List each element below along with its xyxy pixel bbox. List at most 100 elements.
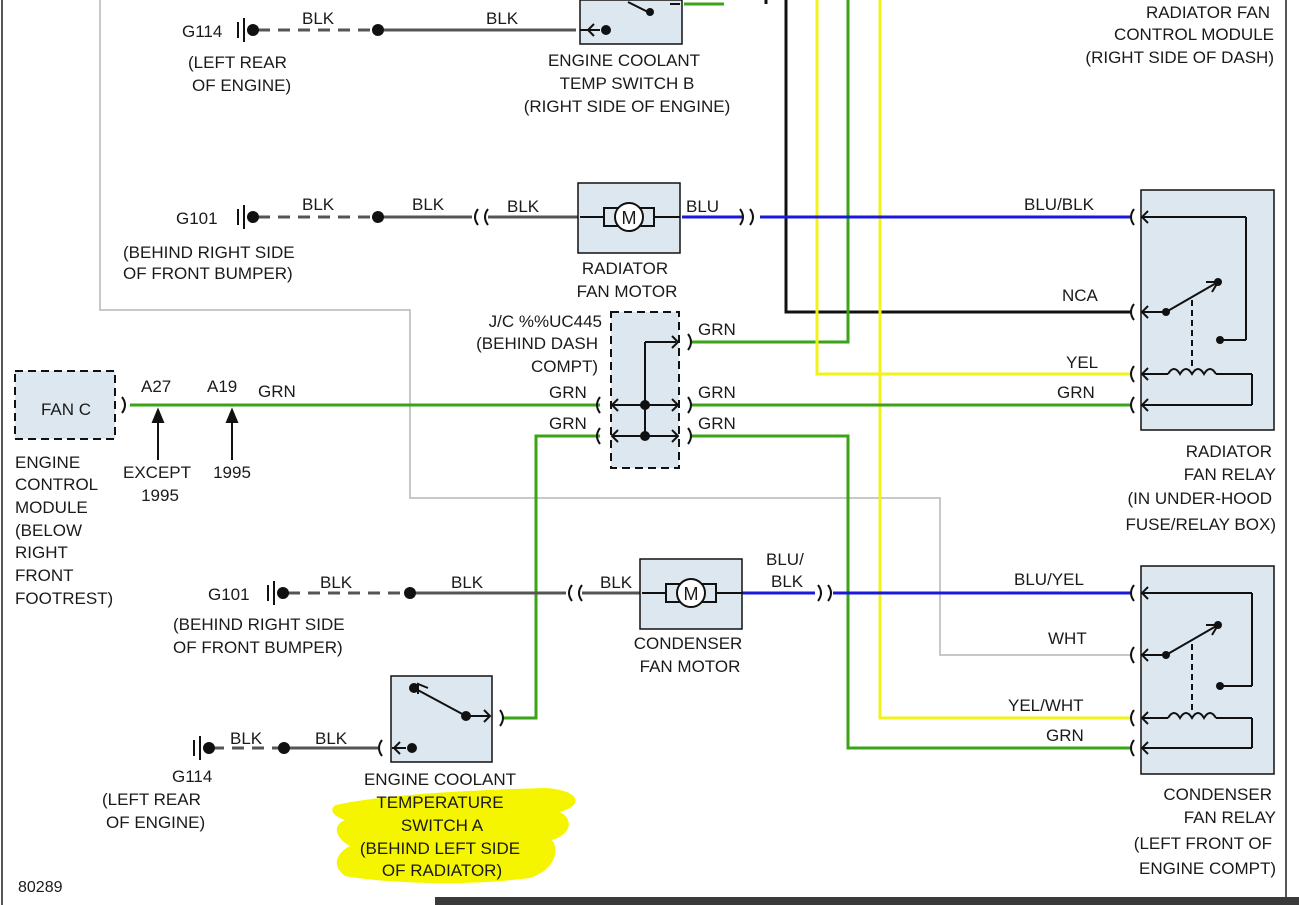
bottom-scrollbar[interactable] — [435, 897, 1299, 905]
wire-label-blk: BLK — [230, 729, 263, 748]
component-label-radiator-motor: FAN MOTOR — [577, 282, 678, 301]
engine-coolant-temp-switch-a — [390, 675, 493, 763]
component-label-switch-a: ENGINE COOLANT — [364, 770, 516, 789]
wire-wht-loop — [99, 0, 1130, 656]
splice-dot — [640, 431, 650, 441]
connector-rad-blk — [474, 208, 489, 226]
component-label-condenser-relay: ENGINE COMPT) — [1139, 859, 1276, 878]
wire-label-blk: BLK — [320, 573, 353, 592]
ground-label-g101-b: G101 — [208, 585, 250, 604]
relay-contact-dot — [1216, 682, 1224, 690]
wire-yel — [815, 0, 1130, 376]
relay-contact-dot — [1214, 278, 1222, 286]
wire-label-grn: GRN — [549, 383, 587, 402]
connector-rad-blu — [739, 208, 754, 226]
component-label-ecm: FRONT — [15, 566, 74, 585]
wire-label-blk: BLK — [412, 195, 445, 214]
splice-dot — [278, 742, 290, 754]
component-label-radiator-motor: RADIATOR — [582, 259, 668, 278]
pin-label-a19: A19 — [207, 377, 237, 396]
arrow-a27 — [151, 407, 165, 460]
splice-dot — [640, 400, 650, 410]
switch-a-contact — [392, 682, 492, 755]
wire-label-grn: GRN — [1057, 383, 1095, 402]
component-label-switch-b: ENGINE COOLANT — [548, 51, 700, 70]
component-label-condenser-motor: FAN MOTOR — [640, 657, 741, 676]
component-label-ecm: FOOTREST) — [15, 589, 113, 608]
location-label: (BEHIND RIGHT SIDE — [123, 243, 295, 262]
wire-label-grn: GRN — [698, 414, 736, 433]
wire-label-blk: BLK — [302, 195, 335, 214]
relay-contact-dot — [1214, 621, 1222, 629]
connector-swa — [378, 709, 504, 757]
pin-label-a27: A27 — [141, 377, 171, 396]
component-label-radiator-relay: FUSE/RELAY BOX) — [1125, 515, 1276, 534]
wire-label-blk: BLK — [507, 197, 540, 216]
ground-symbol-g101-b — [267, 581, 289, 605]
engine-control-module-box — [14, 370, 116, 440]
wire-grn-switch-a — [504, 434, 600, 720]
condenser-fan-relay-internals — [1130, 584, 1253, 757]
component-label-condenser-relay: FAN RELAY — [1184, 808, 1276, 827]
wire-label-blk: BLK — [315, 729, 348, 748]
junction-label: J/C %%UC445 — [489, 312, 602, 331]
note-label: 1995 — [141, 486, 179, 505]
ground-symbol-g114-top — [237, 18, 259, 42]
wire-label-blk: BLK — [451, 573, 484, 592]
location-label: OF ENGINE) — [192, 76, 291, 95]
wire-label-wht: WHT — [1048, 629, 1087, 648]
wire-label-grn: GRN — [258, 382, 296, 401]
wire-yel-wht — [878, 0, 1130, 720]
radiator-fan-relay — [1140, 189, 1275, 431]
wire-label-yel-wht: YEL/WHT — [1008, 696, 1084, 715]
component-label-switch-a: SWITCH A — [401, 816, 484, 835]
location-label: OF FRONT BUMPER) — [123, 264, 293, 283]
component-label-ecm: MODULE — [15, 498, 88, 517]
switch-b-contact — [580, 1, 680, 37]
component-label-ecm: CONTROL — [15, 475, 98, 494]
wire-nca-black — [784, 0, 1130, 314]
wire-label-blu-blk: BLU/BLK — [1024, 195, 1095, 214]
wire-label-blk: BLK — [302, 9, 335, 28]
radiator-fan-motor-letter: M — [622, 208, 637, 228]
component-label-fan-control-module: (RIGHT SIDE OF DASH) — [1085, 48, 1274, 67]
radiator-fan-relay-internals — [1130, 208, 1253, 414]
component-label-switch-a: OF RADIATOR) — [382, 861, 502, 880]
location-label: OF ENGINE) — [106, 813, 205, 832]
condenser-fan-motor-letter: M — [684, 584, 699, 604]
relay-contact-dot — [1162, 308, 1170, 316]
junction-connector-internals — [596, 333, 692, 445]
condenser-fan-relay — [1140, 565, 1275, 775]
highlight-mark — [332, 788, 576, 884]
ground-symbol-g114-bottom — [193, 736, 215, 760]
connector-fanc — [121, 396, 126, 414]
component-label-condenser-motor: CONDENSER — [634, 634, 743, 653]
junction-label: (BEHIND DASH — [476, 334, 598, 353]
wire-label-blu: BLU — [686, 197, 719, 216]
splice-dot — [372, 24, 384, 36]
note-label: 1995 — [213, 463, 251, 482]
splice-dot — [372, 211, 384, 223]
location-label: OF FRONT BUMPER) — [173, 638, 343, 657]
splice-dot — [404, 587, 416, 599]
wire-label-yel: YEL — [1066, 353, 1098, 372]
wire-label-blk: BLK — [486, 9, 519, 28]
wire-label-blu-blk: BLU/ — [766, 550, 804, 569]
wire-label-grn: GRN — [1046, 726, 1084, 745]
radiator-fan-motor-icon — [580, 202, 680, 232]
wire-label-grn: GRN — [698, 320, 736, 339]
arrow-a19 — [225, 407, 239, 460]
component-label-condenser-relay: (LEFT FRONT OF — [1134, 834, 1272, 853]
ground-label-g101-a: G101 — [176, 209, 218, 228]
note-label: EXCEPT — [123, 463, 191, 482]
wire-label-blu-blk: BLK — [771, 572, 804, 591]
junction-label: COMPT) — [531, 357, 598, 376]
condenser-fan-motor-icon — [642, 578, 742, 608]
location-label: (LEFT REAR — [188, 53, 287, 72]
wire-grn-top — [692, 0, 850, 344]
ground-label-g114-bottom: G114 — [172, 767, 212, 786]
component-label-fan-control-module: RADIATOR FAN — [1146, 3, 1270, 22]
connector-cond-blk — [568, 584, 583, 602]
location-label: (BEHIND RIGHT SIDE — [173, 615, 345, 634]
